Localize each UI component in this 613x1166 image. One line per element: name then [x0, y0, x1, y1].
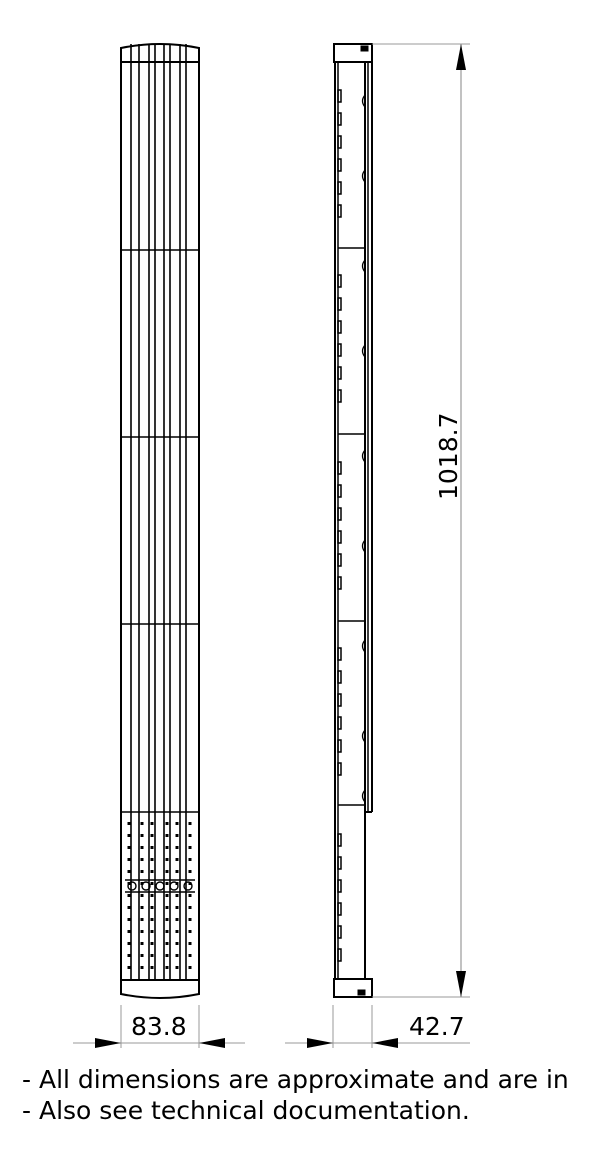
arrow-left-icon — [199, 1038, 225, 1048]
arrow-left-icon — [372, 1038, 398, 1048]
depth-dimension: 42.7 — [285, 1005, 470, 1048]
arrow-down-icon — [456, 971, 466, 997]
arrow-up-icon — [456, 44, 466, 70]
side-view — [333, 43, 373, 998]
width-dimension: 83.8 — [73, 1005, 245, 1048]
height-value: 1018.7 — [434, 413, 463, 500]
drawing-notes: - All dimensions are approximate and are… — [22, 1064, 569, 1126]
arrow-right-icon — [307, 1038, 333, 1048]
note-approximate: - All dimensions are approximate and are… — [22, 1065, 569, 1094]
height-dimension: 1018.7 — [372, 43, 470, 998]
width-value: 83.8 — [131, 1012, 187, 1041]
arrow-right-icon — [95, 1038, 121, 1048]
note-documentation: - Also see technical documentation. — [22, 1096, 470, 1125]
depth-value: 42.7 — [409, 1012, 465, 1041]
front-view — [120, 43, 200, 999]
